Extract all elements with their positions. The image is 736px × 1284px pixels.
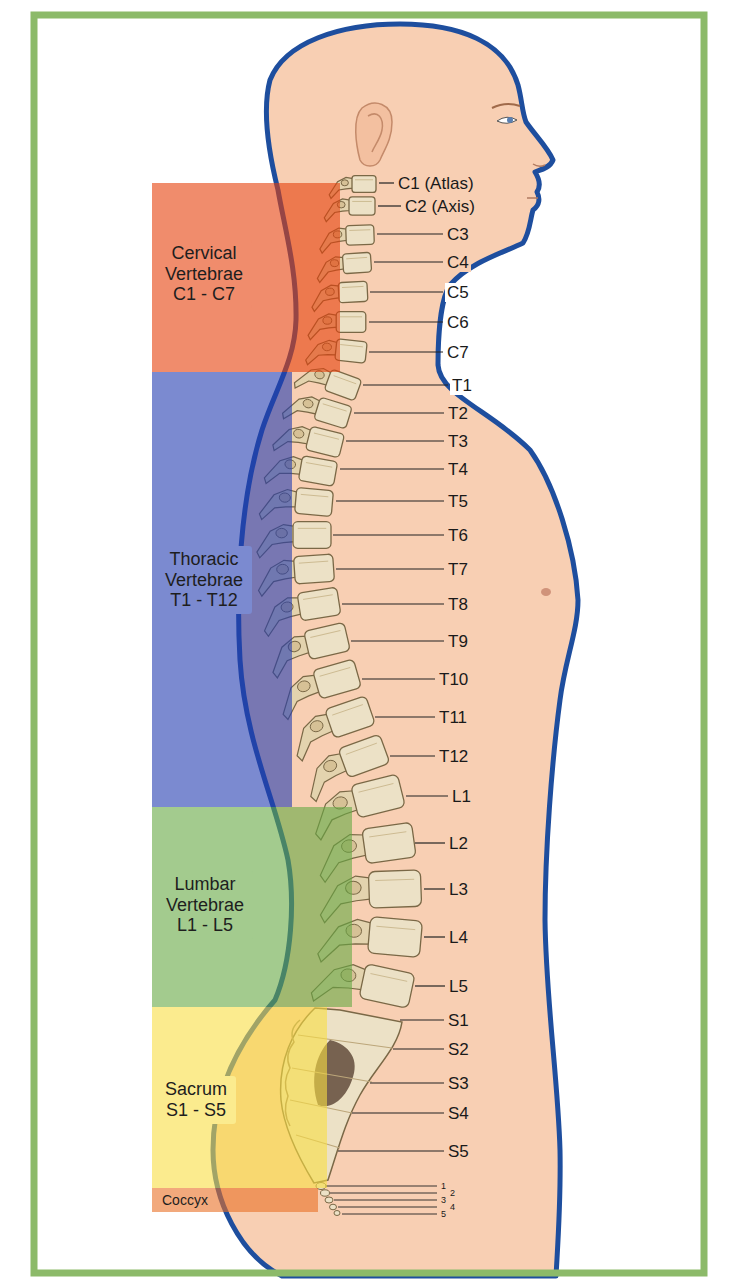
vertebra-label: T7 xyxy=(448,561,468,578)
coccyx-number: 1 xyxy=(441,1183,446,1190)
vertebra-label: C4 xyxy=(445,253,471,272)
leader-line xyxy=(369,351,443,352)
leader-line xyxy=(370,1082,444,1083)
region-band: Coccyx xyxy=(152,1188,318,1212)
vertebra-label: T12 xyxy=(439,748,468,765)
vertebra-label: C3 xyxy=(447,226,469,243)
vertebra-label: L2 xyxy=(449,835,468,852)
leader-line xyxy=(390,755,435,756)
leader-lines xyxy=(326,183,448,1214)
vertebra-label: T9 xyxy=(448,633,468,650)
vertebra-label: L5 xyxy=(449,978,468,995)
vertebra-label: T3 xyxy=(448,433,468,450)
leader-line xyxy=(326,1186,437,1187)
leader-line xyxy=(351,640,444,641)
vertebra-label: C2 (Axis) xyxy=(405,198,475,215)
leader-line xyxy=(338,1150,444,1151)
frame xyxy=(34,15,704,1273)
vertebra-label: T8 xyxy=(448,596,468,613)
leader-line xyxy=(338,1207,437,1208)
leader-line xyxy=(378,205,401,206)
leader-line xyxy=(334,1200,437,1201)
leader-line xyxy=(369,321,443,322)
leader-line xyxy=(346,440,444,441)
leader-line xyxy=(400,1019,444,1020)
vertebra-label: S2 xyxy=(448,1041,469,1058)
vertebra-label: T11 xyxy=(439,709,467,726)
leader-line xyxy=(336,568,444,569)
region-band: Cervical Vertebrae C1 - C7 xyxy=(152,183,340,372)
leader-line xyxy=(374,261,443,262)
region-label: Coccyx xyxy=(160,1192,210,1208)
nostril xyxy=(533,164,545,166)
vertebra-label: T4 xyxy=(448,461,468,478)
coccyx-segment xyxy=(334,1211,340,1216)
leader-line xyxy=(415,985,445,986)
leader-line xyxy=(363,384,448,385)
leader-line xyxy=(424,936,445,937)
leader-line xyxy=(342,1214,437,1215)
ear xyxy=(356,103,392,166)
vertebra-label: T10 xyxy=(439,671,468,688)
coccyx-segment xyxy=(330,1204,337,1210)
vertebra-label: T2 xyxy=(448,405,468,422)
region-label: Thoracic Vertebrae T1 - T12 xyxy=(156,546,252,614)
vertebra-label: S4 xyxy=(448,1105,469,1122)
coccyx-number: 5 xyxy=(441,1211,446,1218)
vertebra-label: S5 xyxy=(448,1143,469,1160)
leader-line xyxy=(362,678,435,679)
ear-fold xyxy=(368,114,382,152)
region-label: Sacrum S1 - S5 xyxy=(157,1076,236,1123)
leader-line xyxy=(415,842,445,843)
leader-line xyxy=(377,233,443,234)
region-label: Cervical Vertebrae C1 - C7 xyxy=(156,240,252,308)
vertebra-label: L3 xyxy=(449,881,468,898)
vertebra-label: T1 xyxy=(450,376,474,395)
vertebra-label: S1 xyxy=(448,1012,469,1029)
leader-line xyxy=(333,534,444,535)
vertebra-label: L4 xyxy=(449,929,468,946)
vertebra-label: C5 xyxy=(445,283,471,302)
iris xyxy=(507,117,513,123)
region-label: Lumbar Vertebrae L1 - L5 xyxy=(157,871,253,939)
vertebra-label: C6 xyxy=(445,313,471,332)
coccyx-number: 3 xyxy=(441,1197,446,1204)
leader-line xyxy=(370,291,443,292)
vertebra-label: C7 xyxy=(445,343,471,362)
leader-line xyxy=(424,888,445,889)
leader-line xyxy=(375,716,435,717)
mouth xyxy=(527,197,538,199)
region-band: Lumbar Vertebrae L1 - L5 xyxy=(152,807,352,1007)
eyebrow xyxy=(492,104,520,108)
vertebra-label: L1 xyxy=(452,788,471,805)
coccyx-number: 4 xyxy=(450,1204,455,1211)
coccyx-number: 2 xyxy=(450,1190,455,1197)
leader-line xyxy=(406,795,448,796)
region-band: Sacrum S1 - S5 xyxy=(152,1007,327,1188)
leader-line xyxy=(342,603,444,604)
coccyx-segment xyxy=(321,1190,330,1196)
region-band: Thoracic Vertebrae T1 - T12 xyxy=(152,372,292,807)
vertebra-label: S3 xyxy=(448,1075,469,1092)
eye xyxy=(497,117,517,123)
leader-line xyxy=(336,500,444,501)
coccyx-segment xyxy=(325,1197,333,1203)
leader-line xyxy=(352,1112,444,1113)
nipple xyxy=(541,588,551,596)
vertebra-label: C1 (Atlas) xyxy=(398,175,474,192)
leader-line xyxy=(354,412,444,413)
leader-line xyxy=(379,182,394,183)
vertebra-label: T6 xyxy=(448,527,468,544)
vertebra-label: T5 xyxy=(448,493,468,510)
leader-line xyxy=(340,468,444,469)
leader-line xyxy=(330,1193,437,1194)
leader-line xyxy=(393,1048,444,1049)
